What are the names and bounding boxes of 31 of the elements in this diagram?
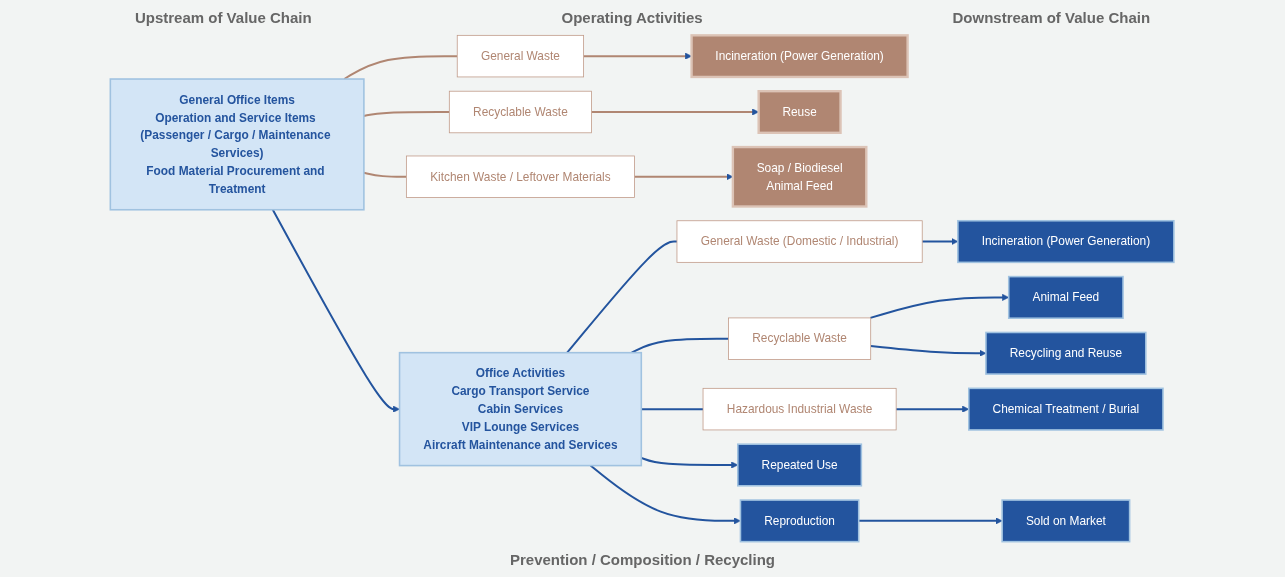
node-box: Soap / Biodiesel Animal Feed (732, 145, 868, 208)
arrow (895, 405, 970, 413)
section-heading: Upstream of Value Chain (133, 8, 313, 28)
connector (631, 337, 730, 354)
node-box: General Waste (Domestic / Industrial) (676, 220, 923, 263)
arrow (869, 293, 1010, 319)
node-box: Reproduction (740, 499, 860, 543)
node-box: Sold on Market (1001, 499, 1131, 543)
section-heading: Downstream of Value Chain (951, 8, 1152, 28)
node-box: Animal Feed (1008, 275, 1125, 319)
section-heading: Prevention / Composition / Recycling (508, 550, 776, 570)
node-box: General Waste (457, 34, 585, 78)
node-box: Incineration (Power Generation) (957, 219, 1176, 264)
node-box: General Office Items Operation and Service Items (Passenger / Cargo / Maintenance Services) Food Material Procurement and Treatment (109, 78, 366, 211)
arrow (633, 173, 734, 181)
node-box: Reuse (757, 90, 843, 134)
node-box: Recyclable Waste (449, 90, 593, 134)
arrow (870, 345, 987, 357)
node-box: Chemical Treatment / Burial (968, 387, 1165, 431)
connector (566, 240, 679, 354)
node-box: Recycling and Reuse (985, 331, 1147, 375)
section-heading: Operating Activities (560, 8, 704, 28)
node-box: Repeated Use (737, 443, 863, 487)
node-box: Recyclable Waste (728, 317, 872, 360)
connector (343, 55, 459, 80)
arrow (590, 108, 760, 116)
node-box: Incineration (Power Generation) (690, 34, 910, 79)
node-box: Kitchen Waste / Leftover Materials (406, 155, 636, 198)
arrow (921, 238, 959, 246)
node-box: Office Activities Cargo Transport Service Cabin Services VIP Lounge Services Aircraft Maintenance and Services (399, 351, 643, 467)
node-box: Hazardous Industrial Waste (703, 387, 897, 431)
